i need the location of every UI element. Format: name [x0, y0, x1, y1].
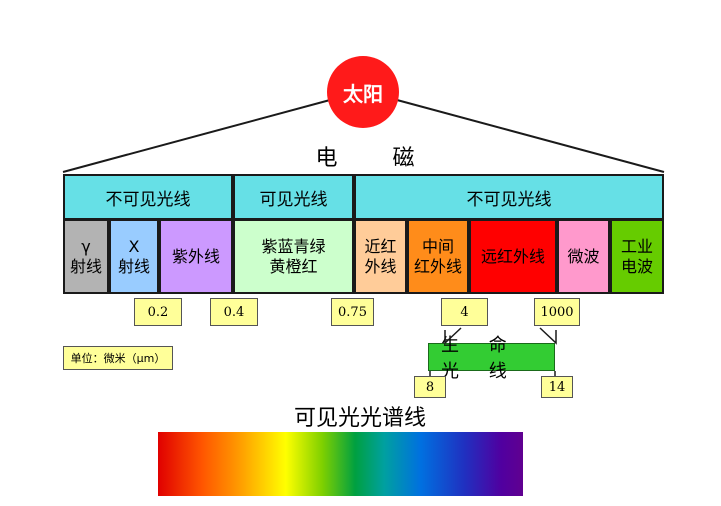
- life-left-bracket: [444, 327, 462, 345]
- band-visible: 可见光线: [233, 174, 354, 220]
- cell-visible-colors: 紫蓝青绿 黄橙红: [233, 219, 354, 294]
- cell-microwave: 微波: [557, 219, 610, 294]
- tick-0-4: 0.4: [210, 298, 258, 326]
- cell-radio-wave: 工业 电波: [610, 219, 664, 294]
- tick-0-75: 0.75: [331, 298, 374, 326]
- cell-far-infrared: 远红外线: [469, 219, 557, 294]
- tick-1000: 1000: [534, 298, 580, 326]
- em-right-line: [396, 99, 665, 173]
- sun-circle: 太阳: [327, 56, 399, 128]
- spectrum-title: 可见光光谱线: [293, 406, 426, 431]
- cell-ultraviolet: 紫外线: [159, 219, 233, 294]
- band-invisible-left: 不可见光线: [63, 174, 233, 220]
- unit-label: 单位：微米（μm）: [63, 346, 173, 370]
- em-left-line: [62, 99, 331, 173]
- tick-0-2: 0.2: [134, 298, 182, 326]
- cell-gamma-ray: γ 射线: [63, 219, 109, 294]
- life-ray-max: 14: [541, 376, 573, 398]
- life-ray-min: 8: [414, 376, 446, 398]
- cell-mid-infrared: 中间 红外线: [407, 219, 469, 294]
- life-right-bracket: [539, 327, 557, 345]
- cell-near-infrared: 近红 外线: [354, 219, 407, 294]
- tick-4: 4: [441, 298, 488, 326]
- visible-spectrum-bar: [158, 432, 523, 496]
- cell-x-ray: X 射线: [109, 219, 159, 294]
